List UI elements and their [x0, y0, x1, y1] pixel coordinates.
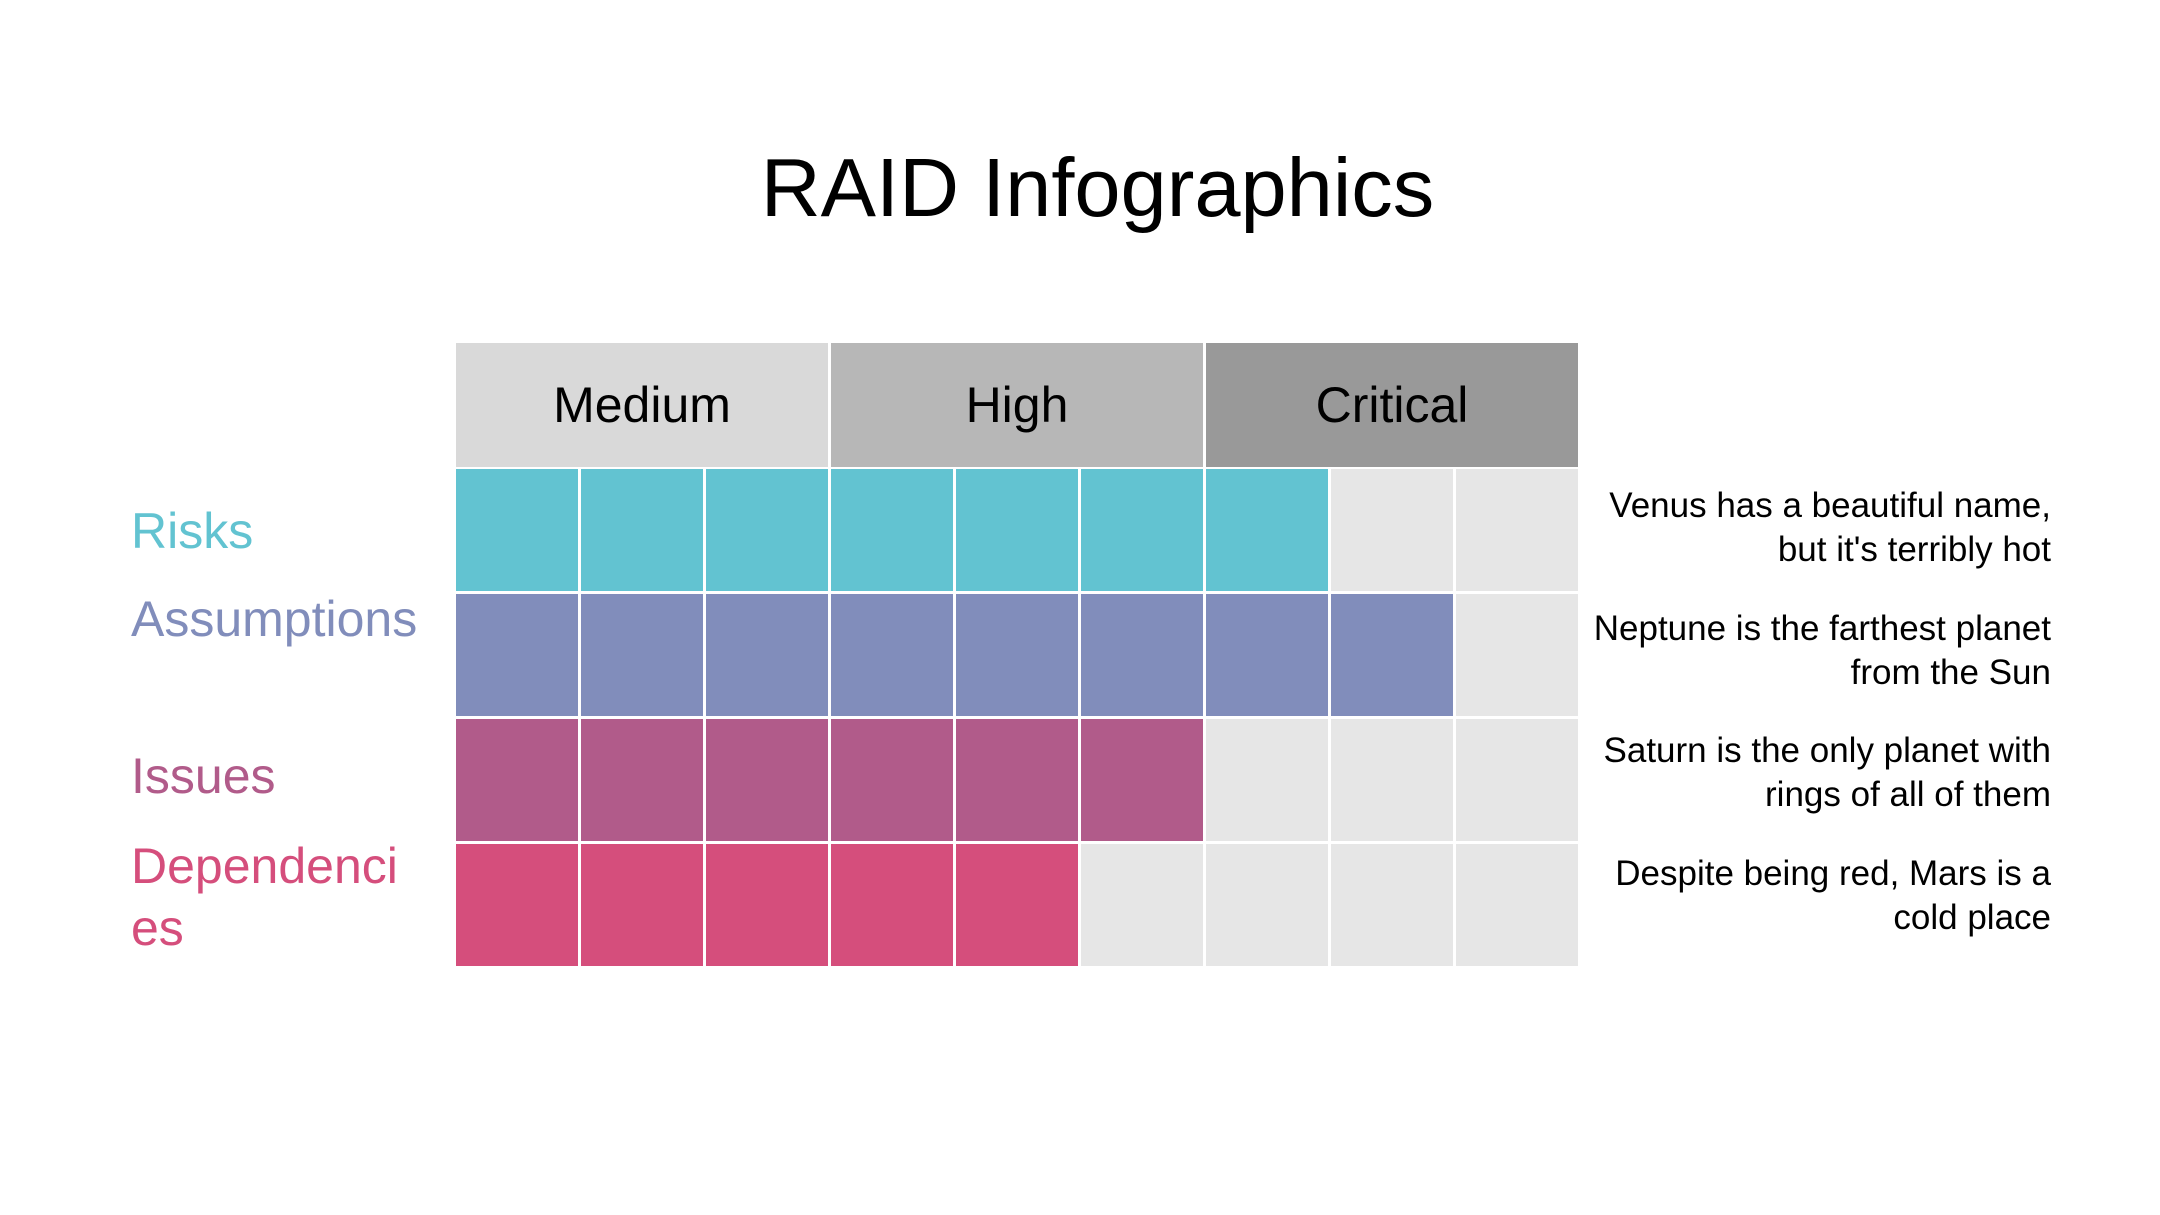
row-label-risks: Risks: [131, 503, 254, 559]
filled-cell: [581, 594, 703, 716]
filled-cell: [581, 469, 703, 591]
empty-cell: [1331, 469, 1453, 591]
filled-cell: [831, 844, 953, 966]
empty-cell: [1456, 844, 1578, 966]
filled-cell: [831, 469, 953, 591]
row-label-issues: Issues: [131, 748, 276, 804]
filled-cell: [1206, 594, 1328, 716]
filled-cell: [1081, 469, 1203, 591]
filled-cell: [706, 469, 828, 591]
row-label-assumptions: Assumptions: [131, 591, 418, 647]
filled-cell: [956, 469, 1078, 591]
severity-header: Medium High Critical: [456, 343, 1578, 467]
empty-cell: [1456, 594, 1578, 716]
filled-cell: [831, 594, 953, 716]
empty-cell: [1206, 844, 1328, 966]
filled-cell: [456, 469, 578, 591]
filled-cell: [956, 594, 1078, 716]
note-assumptions: Neptune is the farthest planet from the …: [1593, 609, 2051, 692]
filled-cell: [956, 844, 1078, 966]
filled-cell: [456, 844, 578, 966]
header-high: High: [831, 343, 1203, 467]
note-dependencies: Despite being red, Mars is a cold place: [1615, 854, 2051, 937]
row-label-dependencies: Dependencies: [131, 838, 398, 956]
filled-cell: [1081, 594, 1203, 716]
filled-cell: [581, 844, 703, 966]
filled-cell: [831, 719, 953, 841]
note-risks: Venus has a beautiful name, but it's ter…: [1609, 486, 2051, 569]
header-medium: Medium: [456, 343, 828, 467]
filled-cell: [456, 594, 578, 716]
filled-cell: [956, 719, 1078, 841]
raid-grid: [456, 469, 1578, 966]
header-critical: Critical: [1206, 343, 1578, 467]
page-title: RAID Infographics: [760, 141, 1435, 234]
empty-cell: [1081, 844, 1203, 966]
filled-cell: [1206, 469, 1328, 591]
empty-cell: [1456, 719, 1578, 841]
empty-cell: [1331, 719, 1453, 841]
empty-cell: [1456, 469, 1578, 591]
filled-cell: [456, 719, 578, 841]
empty-cell: [1331, 844, 1453, 966]
filled-cell: [706, 844, 828, 966]
note-issues: Saturn is the only planet with rings of …: [1603, 731, 2051, 814]
empty-cell: [1206, 719, 1328, 841]
filled-cell: [1331, 594, 1453, 716]
filled-cell: [706, 594, 828, 716]
filled-cell: [706, 719, 828, 841]
filled-cell: [581, 719, 703, 841]
filled-cell: [1081, 719, 1203, 841]
